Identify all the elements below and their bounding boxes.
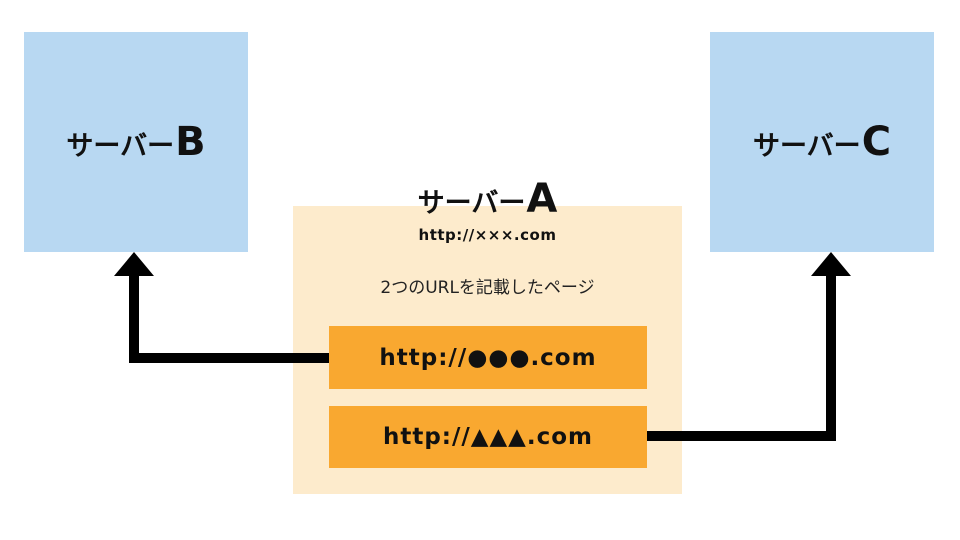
page-caption: 2つのURLを記載したページ <box>380 278 595 298</box>
server-a-title: サーバー A <box>293 176 682 222</box>
arrow-to-server-c <box>647 274 836 441</box>
server-a-url: http://×××.com <box>418 226 557 244</box>
server-a-kana: サーバー <box>417 188 526 219</box>
server-c-box: サーバー C <box>710 32 934 252</box>
arrowhead-server-b <box>114 252 154 276</box>
server-b-label: サーバー B <box>66 119 205 165</box>
server-a-letter: A <box>526 176 558 222</box>
link-to-server-c[interactable]: http://▲▲▲.com <box>329 406 647 468</box>
server-b-box: サーバー B <box>24 32 248 252</box>
link-to-server-b[interactable]: http://●●●.com <box>329 326 647 389</box>
server-c-kana: サーバー <box>752 131 861 162</box>
server-b-kana: サーバー <box>66 131 175 162</box>
server-c-label: サーバー C <box>753 119 891 165</box>
arrowhead-server-c <box>811 252 851 276</box>
server-b-letter: B <box>175 119 206 165</box>
server-c-letter: C <box>861 119 892 165</box>
arrow-to-server-b <box>129 274 329 363</box>
